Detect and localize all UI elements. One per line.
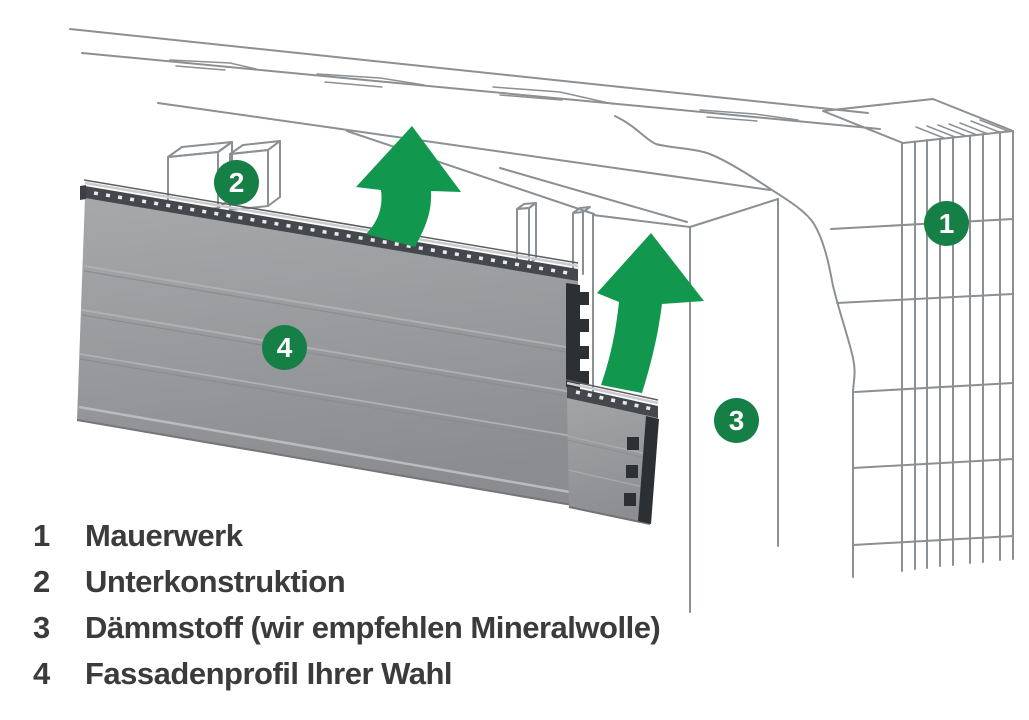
legend-item-unterkonstruktion: 2 Unterkonstruktion — [33, 559, 1013, 605]
badge-insulation: 3 — [714, 398, 759, 443]
panel-grooves — [78, 265, 578, 494]
legend-label: Dämmstoff (wir empfehlen Mineralwolle) — [85, 610, 661, 645]
fixing-perforations — [575, 390, 653, 411]
badge-masonry: 1 — [924, 201, 969, 246]
panel-end-profile — [624, 416, 659, 524]
legend-label: Unterkonstruktion — [85, 564, 346, 599]
panel-end-profile — [566, 283, 589, 389]
wall-rails — [157, 102, 771, 223]
ceiling-band — [69, 28, 881, 130]
masonry-wall — [822, 98, 1014, 572]
facade-panel-lower — [565, 379, 659, 525]
facade-panel-upper — [76, 179, 589, 507]
up-arrow-icon — [597, 233, 704, 393]
masonry-vertical-chambers — [901, 130, 1014, 572]
masonry-course-lines — [830, 218, 1014, 546]
legend-number: 4 — [33, 656, 50, 691]
masonry-lamella-tops — [915, 119, 1009, 139]
legend-label: Fassadenprofil Ihrer Wahl — [85, 656, 453, 691]
legend-label: Mauerwerk — [85, 518, 243, 553]
legend-item-daemmstoff: 3 Dämmstoff (wir empfehlen Mineralwolle) — [33, 605, 1013, 651]
legend-number: 2 — [33, 564, 50, 599]
up-arrow-icon — [356, 126, 461, 247]
legend-item-mauerwerk: 1 Mauerwerk — [33, 513, 1013, 559]
badge-substructure: 2 — [214, 160, 259, 205]
legend-number: 1 — [33, 518, 50, 553]
legend-number: 3 — [33, 610, 50, 645]
badge-facade-panel: 4 — [262, 325, 307, 370]
torn-wall-edge — [614, 115, 856, 578]
legend-item-fassadenprofil: 4 Fassadenprofil Ihrer Wahl — [33, 651, 1013, 697]
ceiling-joint-marks — [169, 59, 799, 122]
legend: 1 Mauerwerk 2 Unterkonstruktion 3 Dämmst… — [33, 513, 1013, 697]
mounting-arrows — [356, 126, 704, 393]
fixing-perforations — [93, 191, 575, 276]
